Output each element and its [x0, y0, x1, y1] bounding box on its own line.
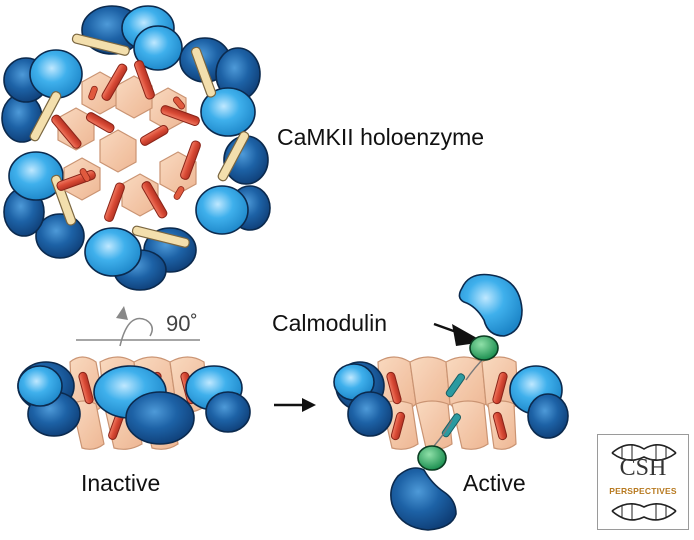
transition-arrow [274, 398, 316, 412]
logo-main-text: CSH [619, 455, 667, 481]
active-helices [386, 371, 508, 441]
active-linkers [441, 373, 466, 438]
holoenzyme-label: CaMKII holoenzyme [277, 124, 485, 150]
inactive-label: Inactive [81, 470, 161, 496]
hub-stubs [79, 85, 185, 200]
active-label: Active [463, 470, 526, 496]
hub-helices [51, 60, 201, 222]
inactive-side-view [17, 356, 251, 450]
active-side-view [333, 273, 569, 531]
calmodulin-molecules [417, 335, 499, 471]
inactive-kinase-domains [17, 361, 251, 445]
rotation-indicator [76, 306, 200, 347]
csh-perspectives-logo: CSH PERSPECTIVES [597, 434, 689, 530]
active-kinase-domains [333, 273, 569, 531]
holoenzyme-top-view [1, 5, 271, 291]
kinase-domain-ring [1, 5, 271, 291]
rotation-label: 90˚ [166, 311, 198, 336]
logo-sub-text: PERSPECTIVES [609, 486, 677, 496]
dna-helix-icon [611, 444, 677, 521]
calmodulin-label: Calmodulin [272, 310, 388, 336]
